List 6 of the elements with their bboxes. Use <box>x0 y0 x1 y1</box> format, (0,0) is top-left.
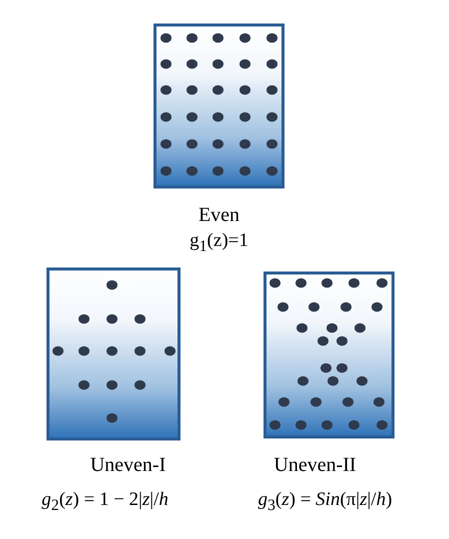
porosity-formula: g$_{3}$(z) = Sin(π|z|/h) <box>258 488 392 516</box>
distribution-name: Uneven-I <box>90 453 166 477</box>
porosity-formula: g$_{2}$(z) = 1 − 2|z|/h <box>42 488 168 516</box>
porosity-formula: g$_{1}$(z)=1 <box>190 229 248 257</box>
distribution-name: Even <box>198 203 240 227</box>
distribution-name: Uneven-II <box>274 453 356 477</box>
